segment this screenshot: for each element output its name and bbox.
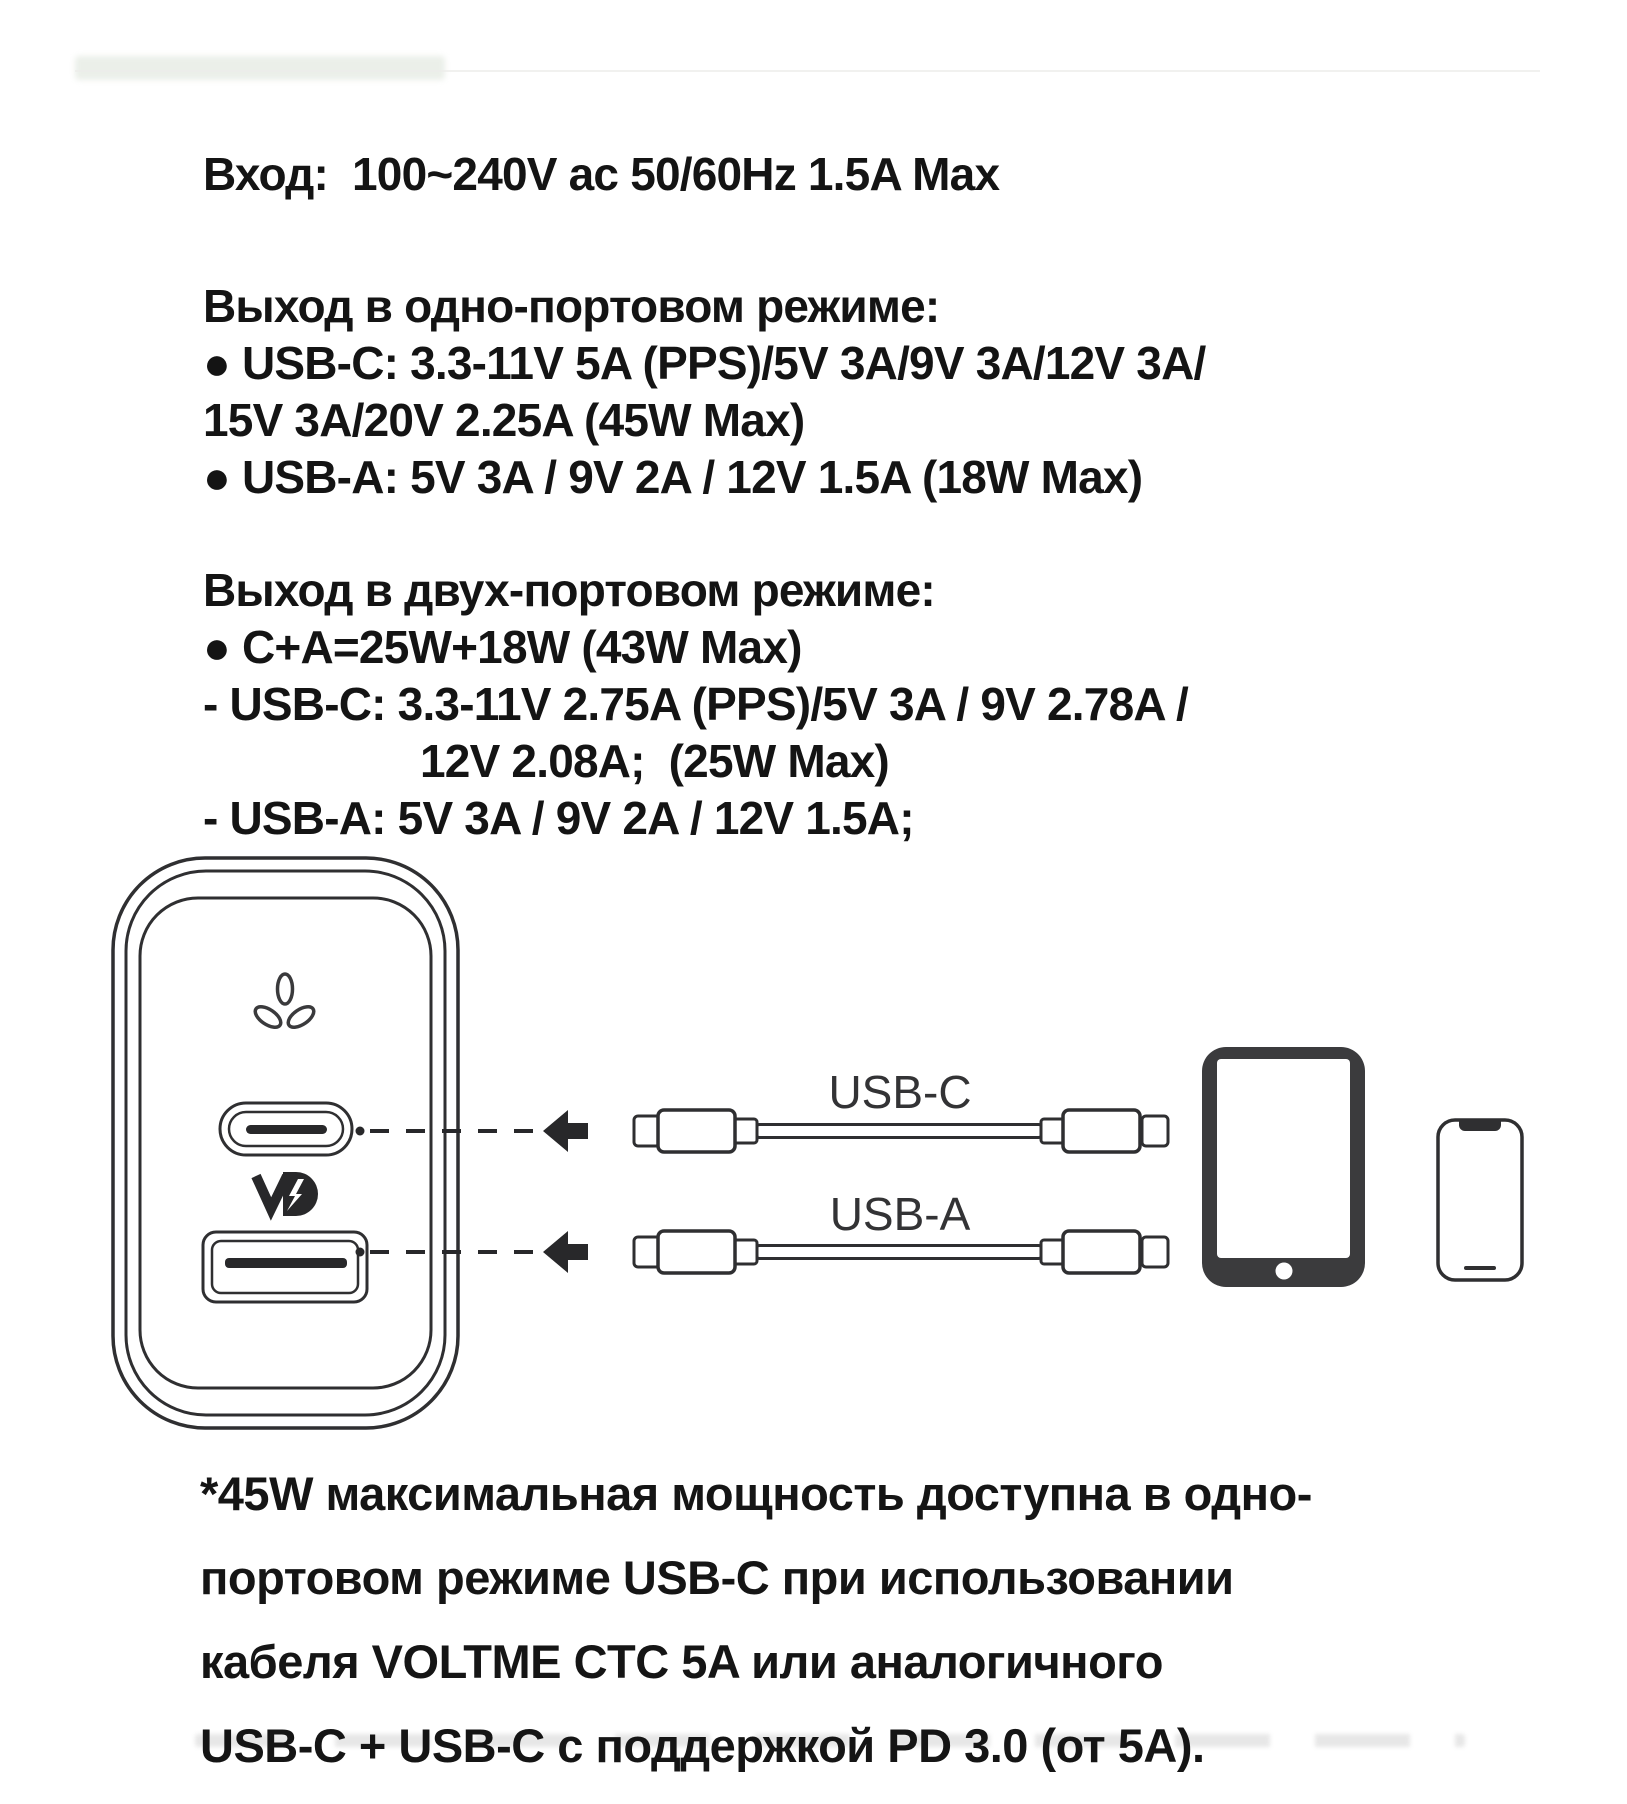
dual-port-heading: Выход в двух-портовом режиме: [203, 564, 936, 616]
spec-line: - USB-A: 5V 3A / 9V 2A / 12V 1.5A; [203, 792, 915, 844]
tablet-device [1202, 1047, 1365, 1287]
usb-a-cable-label: USB-A [830, 1188, 971, 1240]
usb-c-dashed-connector [355, 1110, 588, 1152]
cropped-faded-text-line [195, 1734, 1465, 1747]
arrow-left-icon [543, 1231, 588, 1273]
voltme-vd-logo [251, 1172, 318, 1221]
phone-device [1436, 1118, 1524, 1282]
footnote-line: *45W максимальная мощность доступна в од… [200, 1467, 1312, 1520]
faint-hairline [75, 70, 1540, 72]
usb-a-port [201, 1230, 369, 1304]
brand-propeller-icon [253, 972, 316, 1029]
footnote-line: портовом режиме USB-C при использовании [200, 1551, 1234, 1604]
single-port-output-block: Выход в одно-портовом режиме: ● USB-C: 3… [203, 278, 1206, 506]
spec-line: Вход: 100~240V ac 50/60Hz 1.5A Max [203, 148, 1000, 200]
usb-c-cable-label: USB-C [828, 1066, 971, 1118]
tablet-home-button [1275, 1262, 1293, 1280]
spec-line: 12V 2.08A; (25W Max) [420, 735, 890, 787]
usb-a-dashed-connector [355, 1231, 588, 1273]
spec-line: - USB-C: 3.3-11V 2.75A (PPS)/5V 3A / 9V … [203, 678, 1189, 730]
spec-line: ● C+A=25W+18W (43W Max) [203, 621, 802, 673]
charger-connection-diagram: USB-C USB-A [111, 856, 1524, 1430]
footnote-line: USB-C + USB-C с поддержкой PD 3.0 (от 5A… [200, 1719, 1205, 1772]
arrow-left-icon [543, 1110, 588, 1152]
spec-line: ● USB-A: 5V 3A / 9V 2A / 12V 1.5A (18W M… [203, 451, 1143, 503]
phone-notch [1459, 1121, 1501, 1131]
footnote-line: кабеля VOLTME CTC 5A или аналогичного [200, 1635, 1163, 1688]
input-spec-line: Вход: 100~240V ac 50/60Hz 1.5A Max [203, 146, 1000, 203]
footnote-block: *45W максимальная мощность доступна в од… [200, 1452, 1312, 1788]
usb-c-port [218, 1101, 354, 1157]
dual-port-output-block: Выход в двух-портовом режиме: ● C+A=25W+… [203, 562, 1189, 847]
spec-line: 15V 3A/20V 2.25A (45W Max) [203, 394, 805, 446]
single-port-heading: Выход в одно-портовом режиме: [203, 280, 940, 332]
phone-home-indicator [1464, 1266, 1496, 1270]
spec-line: ● USB-C: 3.3-11V 5A (PPS)/5V 3A/9V 3A/12… [203, 337, 1206, 389]
wall-charger [111, 856, 460, 1430]
faint-watermark [75, 56, 445, 80]
